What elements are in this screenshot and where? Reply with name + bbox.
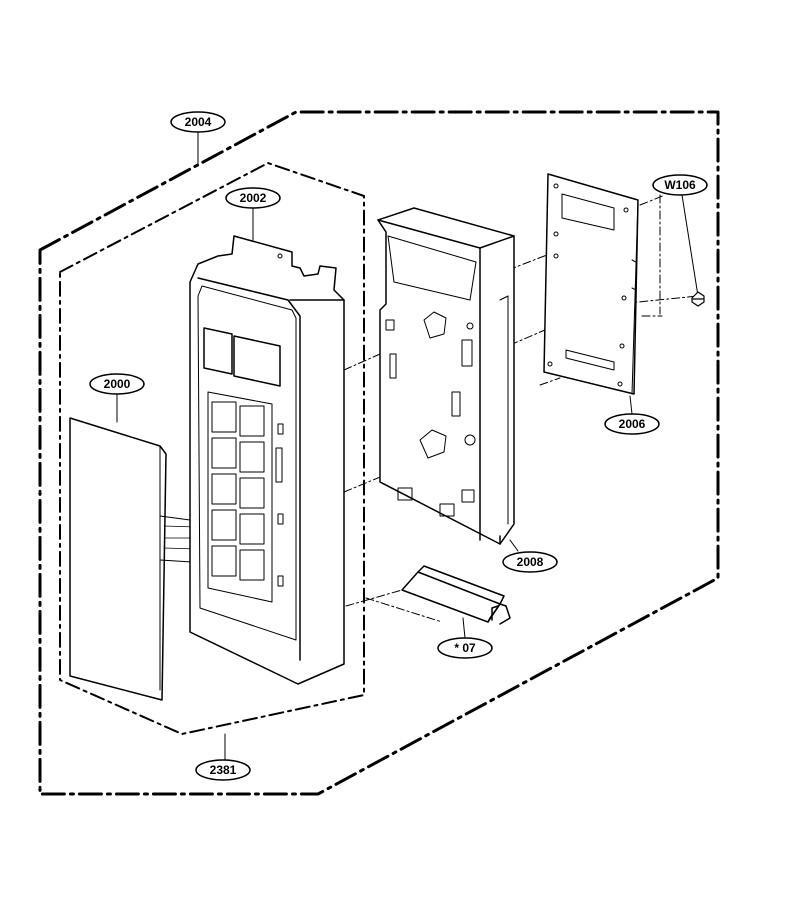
assembly-guide-lines [343,194,699,623]
callout-2000: 2000 [104,377,131,391]
part-w106-screw [691,291,705,307]
callout-2381: 2381 [210,763,237,777]
callout-2004: 2004 [185,115,212,129]
callout-labels: 2004 2002 2000 W106 2006 2008 * 07 2381 [104,115,696,777]
callout-ovals [89,111,708,781]
assembly-boundary-2381 [59,162,365,735]
leader-lines [116,131,699,761]
callout-2008: 2008 [517,555,544,569]
part-2008-back-housing [377,207,515,545]
callout-2006: 2006 [619,417,646,431]
part-2006-pcb [543,173,639,395]
part-2002-control-frame [189,235,345,685]
callout-w106: W106 [664,178,696,192]
assembly-boundary-2004 [38,110,720,796]
part-07-latch [401,565,511,625]
callout-07: * 07 [454,641,476,655]
callout-2002: 2002 [240,191,267,205]
